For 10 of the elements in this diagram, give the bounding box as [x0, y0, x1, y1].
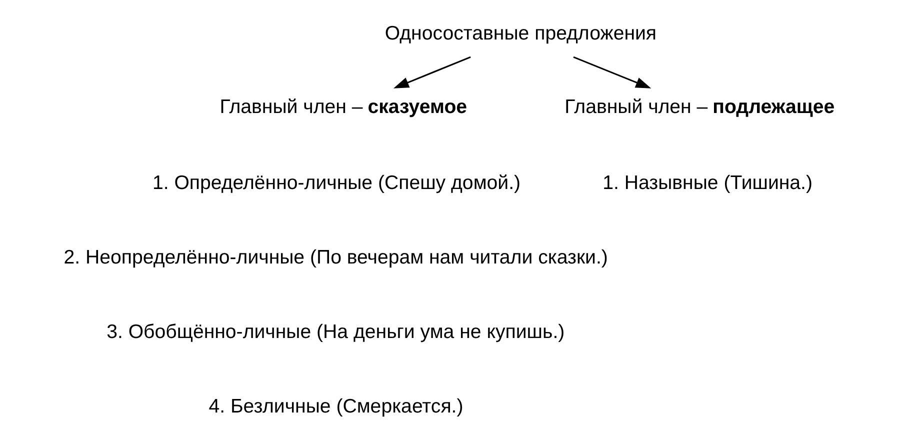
label: 3. Обобщённо-личные (На деньги ума не купишь.) [106, 321, 564, 344]
node-text: Главный член – сказуемое [219, 96, 467, 118]
label: 4. Безличные (Смеркается.) [208, 396, 463, 418]
label: 2. Неопределённо-личные (По вечерам нам читали сказки.) [63, 246, 608, 268]
arrow [392, 56, 470, 88]
label: 1. Определённо-личные (Спешу домой.) [152, 172, 520, 194]
arrow [572, 56, 651, 88]
node-text: Односоставные предложения [384, 22, 656, 45]
node-text: Главный член – подлежащее [564, 96, 834, 118]
label: 1. Назывные (Тишина.) [602, 172, 812, 194]
